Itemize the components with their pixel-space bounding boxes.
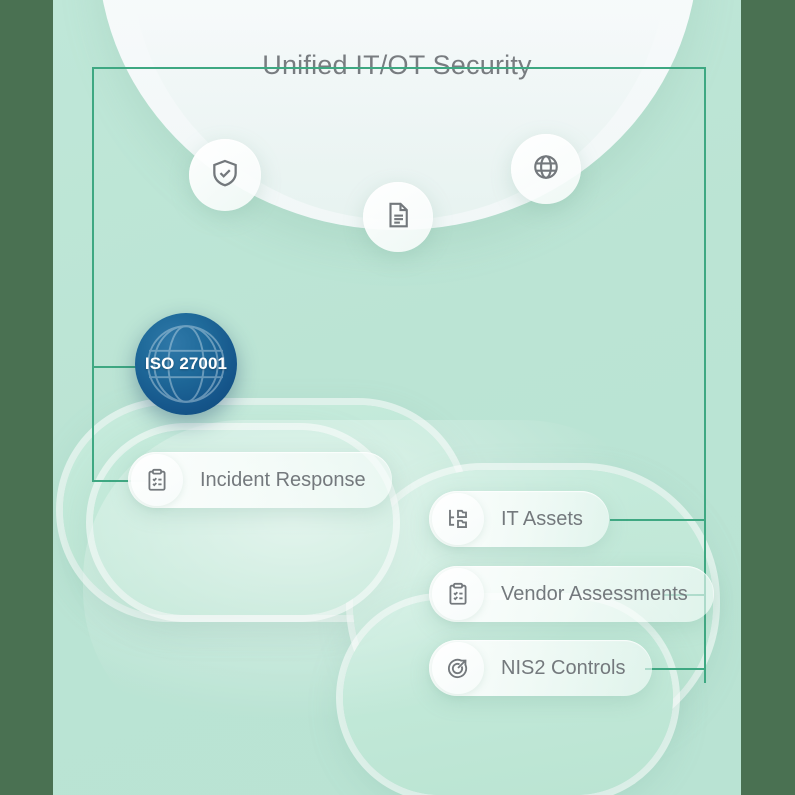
pill-it-assets[interactable]: IT Assets (429, 491, 609, 547)
clipboard-check-icon (432, 568, 484, 620)
connector-left-vertical (92, 67, 94, 482)
globe-icon-badge[interactable] (511, 134, 581, 204)
page-title: Unified IT/OT Security (262, 50, 532, 80)
connector-to-iso-badge (92, 366, 147, 368)
pill-label: IT Assets (501, 507, 583, 530)
iso-badge-label: ISO 27001 (144, 354, 228, 373)
shield-check-icon-badge[interactable] (189, 139, 261, 211)
pill-nis2-controls[interactable]: NIS2 Controls (429, 640, 652, 696)
folder-tree-icon (432, 493, 484, 545)
connector-right-vertical (704, 67, 706, 683)
connector-top-horizontal (92, 67, 706, 69)
target-arrow-icon (432, 642, 484, 694)
pill-label: Incident Response (200, 468, 366, 491)
connector-to-incident-response (92, 480, 148, 482)
pill-vendor-assessments[interactable]: Vendor Assessments (429, 566, 714, 622)
pill-label: NIS2 Controls (501, 656, 626, 679)
globe-icon (531, 152, 561, 187)
clipboard-check-icon (131, 454, 183, 506)
shield-check-icon (209, 157, 241, 194)
lower-blob-c (343, 600, 673, 795)
globe-icon (142, 320, 230, 408)
iso-27001-badge[interactable]: ISO 27001 (135, 313, 237, 415)
document-icon (383, 200, 413, 235)
connector-to-nis2-controls (645, 668, 706, 670)
connector-to-it-assets (610, 519, 706, 521)
pill-incident-response[interactable]: Incident Response (128, 452, 392, 508)
document-icon-badge[interactable] (363, 182, 433, 252)
pill-label: Vendor Assessments (501, 582, 688, 605)
